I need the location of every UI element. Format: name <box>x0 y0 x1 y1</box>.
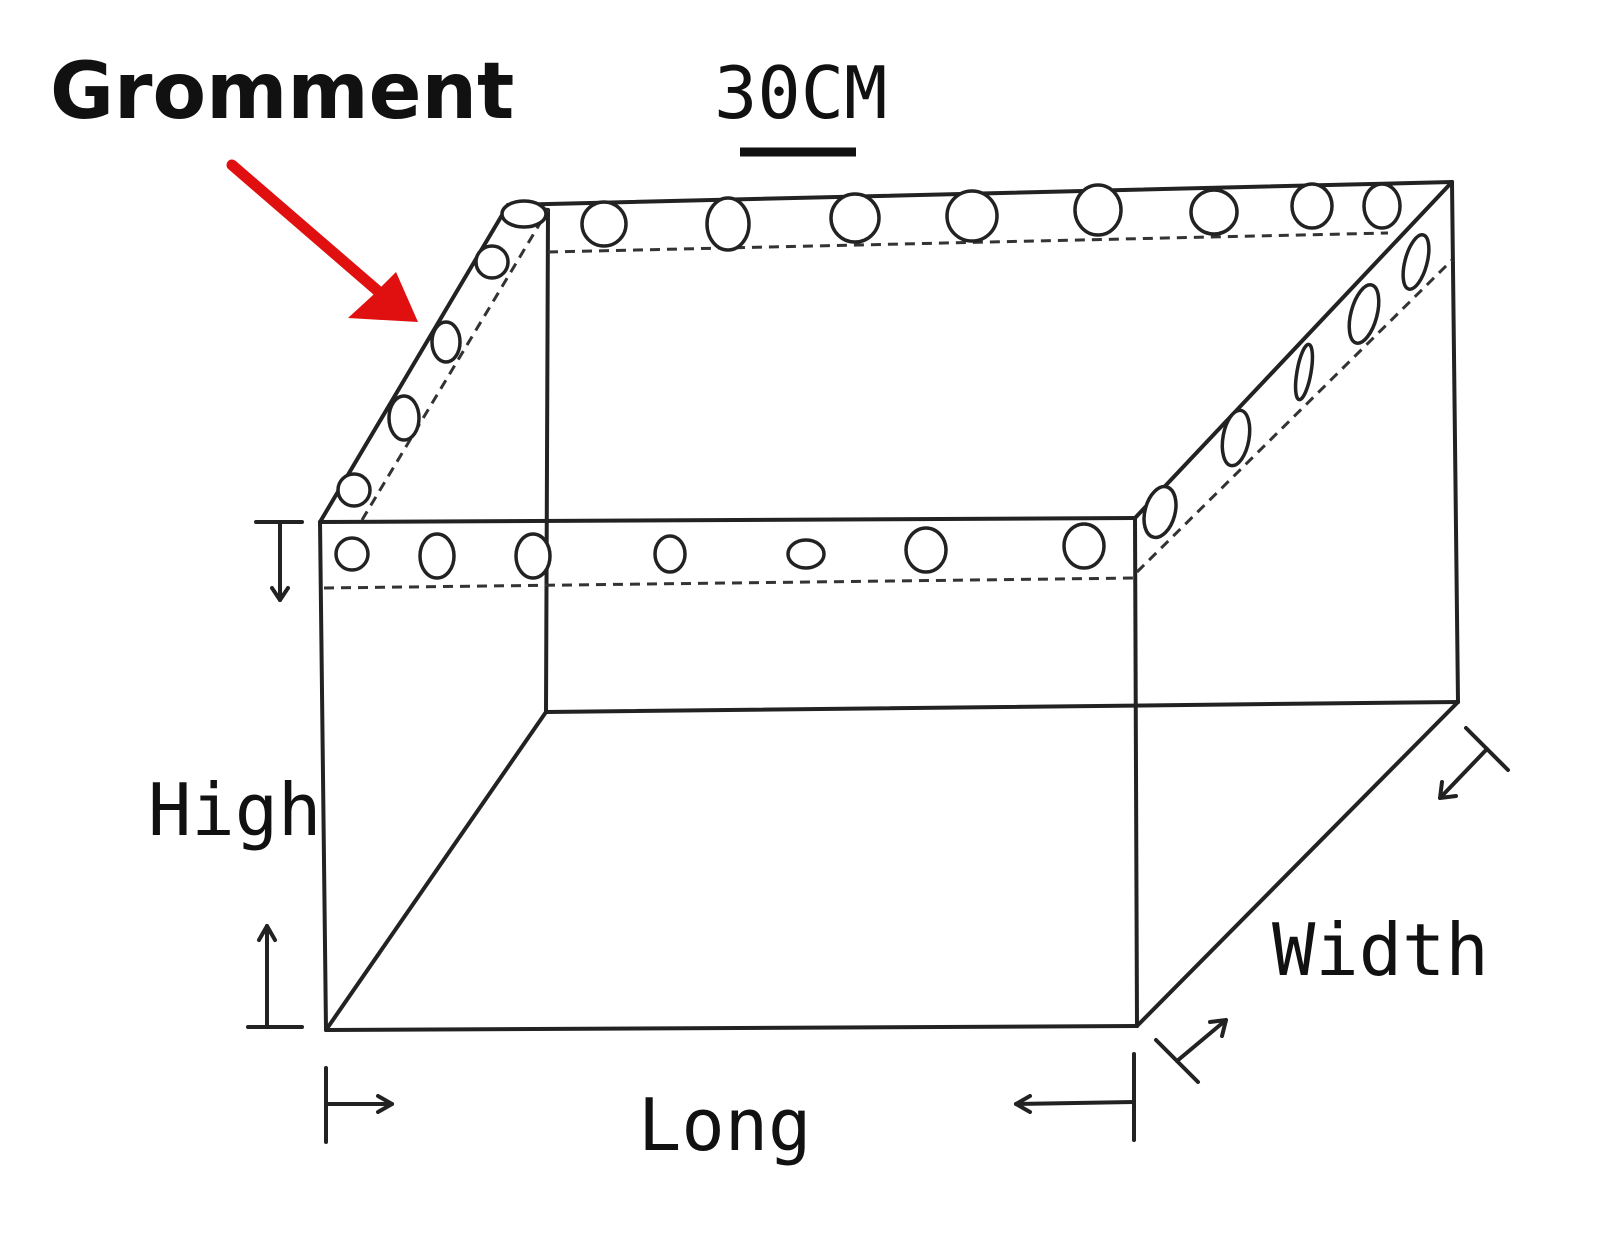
high-dimension <box>246 924 304 1029</box>
grommet <box>500 199 548 229</box>
grommet-pointer-arrow <box>226 159 418 322</box>
grommet-label: Gromment <box>50 47 514 137</box>
back-hem-grommets <box>500 182 1402 252</box>
grommet <box>1189 188 1239 236</box>
grommet <box>904 526 948 574</box>
grommet <box>653 534 687 574</box>
grommet <box>829 192 881 244</box>
grommet <box>1293 342 1315 402</box>
grommet <box>1220 408 1252 468</box>
high-label: High <box>148 768 321 852</box>
grommet <box>514 532 552 580</box>
grommet <box>474 244 510 280</box>
grommet <box>430 320 462 364</box>
box-outline <box>318 180 1460 1032</box>
hem-stitch-lines <box>323 209 1454 590</box>
grommet <box>387 394 421 442</box>
grommet <box>705 196 751 252</box>
left-hem-grommets <box>336 244 510 508</box>
grommet <box>1290 182 1334 230</box>
grommet <box>1401 233 1431 291</box>
grommet <box>786 538 826 570</box>
right-hem-grommets <box>1142 233 1431 540</box>
long-dimension <box>324 1052 1136 1144</box>
grommet <box>336 472 372 508</box>
width-label: Width <box>1272 908 1489 992</box>
grommet <box>1073 183 1123 237</box>
grommet <box>1142 484 1178 540</box>
front-hem-grommets <box>334 522 1106 580</box>
hem-height-label: 30CM <box>714 51 887 135</box>
grommet <box>1062 522 1106 570</box>
long-label: Long <box>638 1083 811 1167</box>
grommet <box>418 532 456 580</box>
grommet <box>945 189 999 243</box>
grommet <box>334 536 370 572</box>
hem-height-dimension <box>254 520 304 602</box>
grommet <box>1347 283 1381 345</box>
width-dimension <box>1154 726 1510 1084</box>
grommet <box>580 200 628 248</box>
grommet <box>1362 182 1402 230</box>
